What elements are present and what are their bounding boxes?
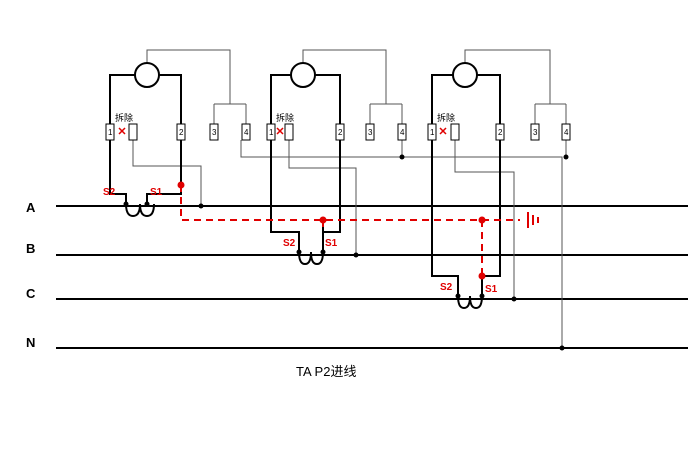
meter-1-ct-coil xyxy=(125,203,155,218)
meter-2-remove-x-icon xyxy=(276,127,284,135)
meter-2-terminal-1 xyxy=(266,123,276,141)
meter-3-ct-dots xyxy=(455,154,569,351)
meter-2-meter-circle xyxy=(290,62,316,88)
red-dashed-ground-wire xyxy=(180,185,520,276)
meter-3: 1 2 3 4 拆除 S2 S1 xyxy=(427,49,571,351)
meter-2-ct-dots xyxy=(296,154,405,258)
meter-3-ct-coil xyxy=(457,295,483,310)
meter-1-terminals xyxy=(105,123,251,141)
phase-labels: A B C N xyxy=(26,200,36,350)
diagram-caption: TA P2进线 xyxy=(296,364,356,379)
meter-1-t2-label: 2 xyxy=(179,128,184,137)
meter-2-t3-label: 3 xyxy=(368,128,373,137)
meter-1-t3-label: 3 xyxy=(212,128,217,137)
meter-2-t4-label: 4 xyxy=(400,128,405,137)
ground-icon xyxy=(527,212,539,228)
meter-1-s2-label: S2 xyxy=(103,187,116,198)
meter-2-terminals xyxy=(266,123,407,141)
meter-3-terminal-3 xyxy=(530,123,540,141)
meter-3-meter-circle xyxy=(452,62,478,88)
meter-2-terminal-3 xyxy=(365,123,375,141)
meter-1-terminal-labels: 1 2 3 4 xyxy=(108,128,249,137)
meter-1-terminal-3 xyxy=(209,123,219,141)
meter-2-remove-label: 拆除 xyxy=(276,112,294,123)
meter-1-terminal-1b xyxy=(128,123,138,141)
meter-1-remove-x-icon xyxy=(118,127,126,135)
meter-3-s1-label: S1 xyxy=(485,284,498,295)
meter-1-terminal-2 xyxy=(176,123,186,141)
meter-1-coil-loop xyxy=(109,74,182,204)
meter-2-t2-label: 2 xyxy=(338,128,343,137)
meter-2-s1-label: S1 xyxy=(325,238,338,249)
meter-2-s2-label: S2 xyxy=(283,238,296,249)
meter-3-terminal-2 xyxy=(495,123,505,141)
phase-label-n: N xyxy=(26,335,35,350)
phase-label-a: A xyxy=(26,200,36,215)
meter-1: 1 2 3 4 拆除 S2 S1 xyxy=(103,49,563,348)
meter-3-terminal-labels: 1 2 3 4 xyxy=(430,128,569,137)
red-junction-dots xyxy=(177,181,486,280)
meter-3-terminals xyxy=(427,123,571,141)
meter-3-coil-loop xyxy=(431,74,501,296)
meter-3-s2-label: S2 xyxy=(440,282,453,293)
meter-3-terminal-4 xyxy=(561,123,571,141)
meter-1-meter-circle xyxy=(134,62,160,88)
meter-2-ct-coil xyxy=(298,251,324,266)
meter-3-remove-x-icon xyxy=(439,127,447,135)
meter-3-terminal-1b xyxy=(450,123,460,141)
meter-3-thin-wiring xyxy=(454,49,567,299)
meter-2-thin-wiring xyxy=(288,49,403,255)
meter-1-thin-wiring xyxy=(132,49,563,348)
meter-3-t1-label: 1 xyxy=(430,128,435,137)
meter-2: 1 2 3 4 拆除 S2 S1 xyxy=(266,49,407,266)
meter-1-s1-label: S1 xyxy=(150,187,163,198)
phase-label-c: C xyxy=(26,286,36,301)
phase-lines xyxy=(56,205,688,349)
meter-2-terminal-2 xyxy=(335,123,345,141)
meter-1-terminal-4 xyxy=(241,123,251,141)
meter-1-terminal-1 xyxy=(105,123,115,141)
meter-3-t2-label: 2 xyxy=(498,128,503,137)
meter-1-ct-dots xyxy=(123,201,204,209)
phase-label-b: B xyxy=(26,241,35,256)
meter-1-t4-label: 4 xyxy=(244,128,249,137)
meter-2-coil-loop xyxy=(270,74,341,252)
meter-2-terminal-1b xyxy=(284,123,294,141)
meter-3-terminal-1 xyxy=(427,123,437,141)
meter-1-t1-label: 1 xyxy=(108,128,113,137)
meter-2-terminal-4 xyxy=(397,123,407,141)
meter-1-remove-label: 拆除 xyxy=(115,112,133,123)
meter-3-t4-label: 4 xyxy=(564,128,569,137)
meter-2-terminal-labels: 1 2 3 4 xyxy=(269,128,405,137)
meter-3-t3-label: 3 xyxy=(533,128,538,137)
meter-2-t1-label: 1 xyxy=(269,128,274,137)
meter-3-remove-label: 拆除 xyxy=(437,112,455,123)
